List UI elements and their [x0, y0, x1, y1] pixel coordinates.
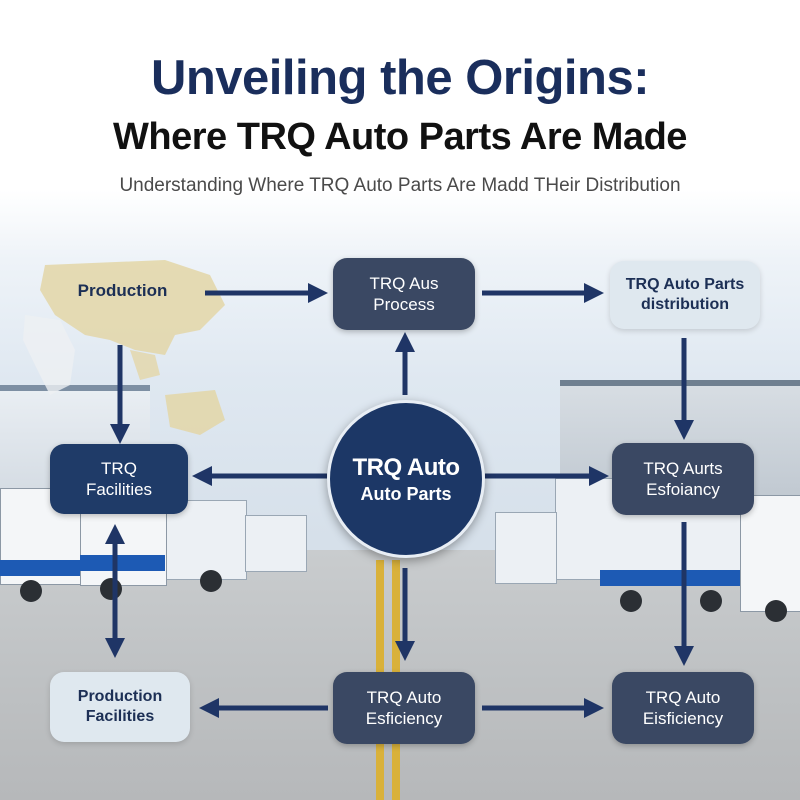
node-process-line2: Process: [373, 295, 435, 314]
node-center-line2: Auto Parts: [360, 483, 452, 504]
node-facilities-line2: Facilities: [85, 480, 153, 499]
node-efficiency-right-line1: TRQ Aurts: [643, 458, 723, 478]
node-efficiency-corner-line2: Eisficiency: [642, 709, 724, 728]
truck-wheel: [200, 570, 222, 592]
node-facilities-line1: TRQ: [101, 458, 137, 478]
page-title-line-2: Where TRQ Auto Parts Are Made: [113, 116, 687, 158]
truck-distant: [245, 515, 307, 572]
node-production-facilities: Production Facilities: [50, 672, 190, 742]
node-production-label: Production: [77, 281, 168, 301]
node-center-hub: TRQ Auto Auto Parts: [327, 400, 485, 558]
truck-distant: [495, 512, 557, 584]
node-production: Production: [55, 268, 190, 314]
node-efficiency-bottom-line2: Esficiency: [365, 709, 443, 728]
truck-wheel: [765, 600, 787, 622]
truck-stripe: [0, 560, 80, 576]
page-subtitle: Understanding Where TRQ Auto Parts Are M…: [119, 175, 681, 196]
node-center-line1: TRQ Auto: [352, 453, 460, 481]
truck-wheel: [620, 590, 642, 612]
truck-wheel: [20, 580, 42, 602]
node-efficiency-bottom-line1: TRQ Auto: [366, 687, 442, 707]
node-process: TRQ Aus Process: [333, 258, 475, 330]
truck-stripe: [600, 570, 740, 586]
node-distribution-line2: distribution: [641, 296, 729, 313]
node-efficiency-bottom: TRQ Auto Esficiency: [333, 672, 475, 744]
truck-wheel: [700, 590, 722, 612]
world-map-icon: [23, 260, 225, 435]
node-efficiency-right-line2: Esfoiancy: [646, 480, 720, 499]
node-distribution-line1: TRQ Auto Parts: [625, 276, 745, 293]
page-title: Unveiling the Origins:: [150, 51, 650, 105]
node-facilities: TRQ Facilities: [50, 444, 188, 514]
node-efficiency-corner-line1: TRQ Auto: [645, 687, 721, 707]
node-efficiency-corner: TRQ Auto Eisficiency: [612, 672, 754, 744]
node-production-facilities-line2: Facilities: [85, 708, 155, 725]
node-process-line1: TRQ Aus: [369, 273, 439, 293]
node-production-facilities-line1: Production: [77, 688, 163, 705]
node-distribution: TRQ Auto Parts distribution: [610, 261, 760, 329]
node-efficiency-right: TRQ Aurts Esfoiancy: [612, 443, 754, 515]
